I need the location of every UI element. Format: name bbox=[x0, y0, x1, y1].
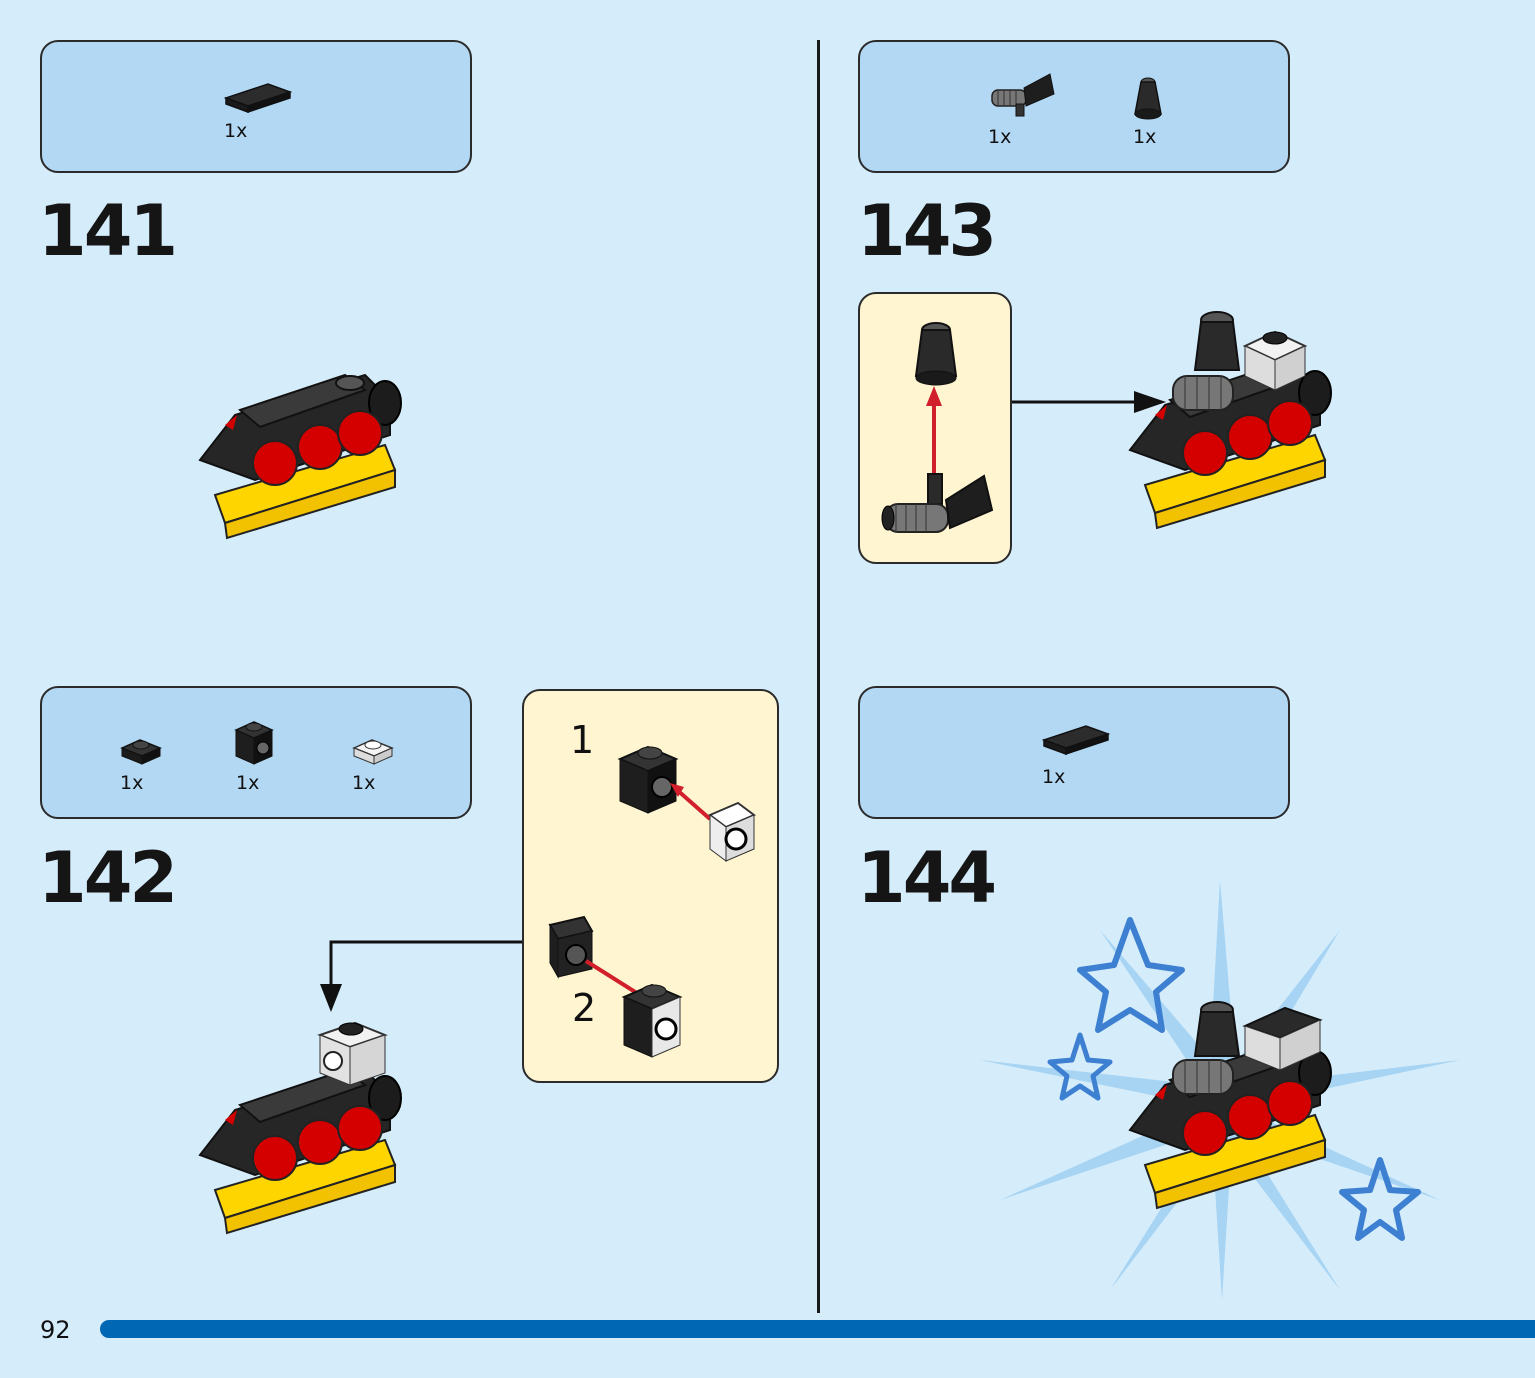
parts-list-144: 1x bbox=[858, 686, 1290, 819]
cone-on-horn-illustration bbox=[881, 322, 994, 533]
page-progress-bar bbox=[100, 1320, 1535, 1338]
step-number-141: 141 bbox=[38, 190, 178, 272]
part-qty: 1x bbox=[1133, 126, 1157, 148]
sub-assembly-callout-142: 1 2 bbox=[522, 689, 779, 1083]
black-cone-icon bbox=[1134, 77, 1162, 120]
step-number-144: 144 bbox=[857, 837, 997, 919]
train-illustration-143 bbox=[1129, 311, 1332, 529]
parts-list-142: 1x 1x 1x bbox=[40, 686, 472, 819]
sub-step-1-illustration bbox=[617, 745, 756, 862]
sub-step-number: 1 bbox=[570, 718, 595, 762]
sub-step-2-illustration bbox=[548, 915, 683, 1058]
part-qty: 1x bbox=[1042, 766, 1066, 788]
black-tile-1x2-icon bbox=[223, 83, 293, 114]
train-illustration-141 bbox=[199, 374, 402, 539]
transparent-plate-1x1-icon bbox=[352, 739, 394, 765]
part-qty: 1x bbox=[224, 120, 248, 142]
black-horn-element-icon bbox=[991, 73, 1055, 117]
step-number-142: 142 bbox=[38, 837, 178, 919]
train-illustration-144 bbox=[1129, 1001, 1332, 1209]
part-qty: 1x bbox=[988, 126, 1012, 148]
parts-list-141: 1x bbox=[40, 40, 472, 173]
train-illustration-142 bbox=[199, 1021, 402, 1234]
parts-list-143: 1x 1x bbox=[858, 40, 1290, 173]
black-brick-1x1-stud-side-icon bbox=[234, 721, 274, 765]
sub-assembly-callout-143 bbox=[858, 292, 1012, 564]
sub-step-number: 2 bbox=[572, 986, 597, 1030]
page-number: 92 bbox=[40, 1316, 71, 1344]
step-number-143: 143 bbox=[857, 190, 997, 272]
part-qty: 1x bbox=[120, 772, 144, 794]
column-divider bbox=[817, 40, 820, 1313]
star-icon bbox=[1077, 917, 1185, 1033]
black-plate-1x1-icon bbox=[120, 739, 162, 765]
part-qty: 1x bbox=[236, 772, 260, 794]
part-qty: 1x bbox=[352, 772, 376, 794]
black-tile-1x2-icon bbox=[1041, 725, 1111, 756]
